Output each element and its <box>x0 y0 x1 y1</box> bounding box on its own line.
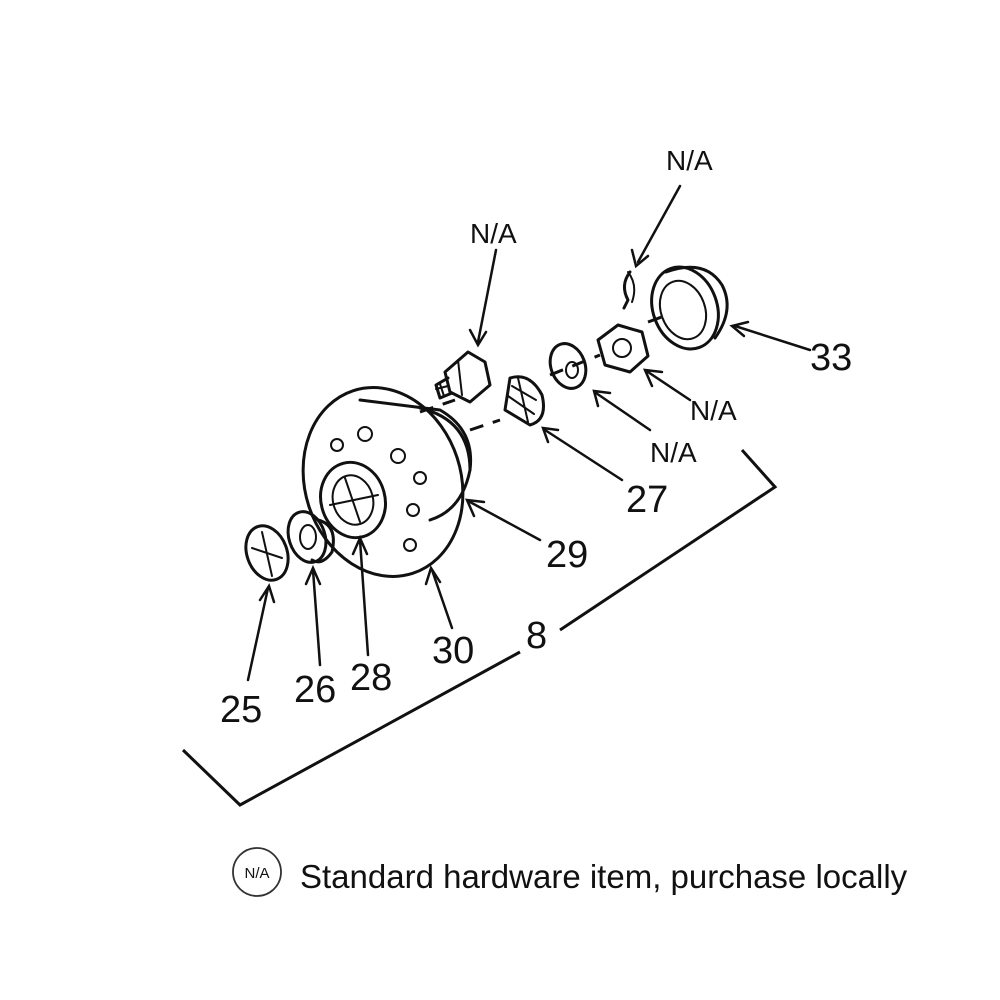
grease-seal <box>244 524 290 582</box>
na-circle-icon <box>232 847 282 897</box>
callout-na-cotter-pin: N/A <box>666 145 713 176</box>
callout-8: 8 <box>526 615 547 657</box>
callout-27: 27 <box>626 479 668 521</box>
callout-25: 25 <box>220 689 262 731</box>
washer <box>548 342 588 390</box>
leader-lines <box>246 184 812 682</box>
hub-assembly <box>301 386 473 578</box>
callout-na-stud: N/A <box>470 218 517 249</box>
cotter-pin <box>622 270 636 310</box>
cone-bearing <box>503 375 545 427</box>
inner-bearing <box>286 510 335 564</box>
kit-bracket <box>181 449 778 807</box>
callout-28: 28 <box>350 657 392 699</box>
dust-cap <box>650 265 729 351</box>
callout-29: 29 <box>546 534 588 576</box>
legend-text: Standard hardware item, purchase locally <box>300 858 908 895</box>
castle-nut <box>596 323 650 374</box>
callout-33: 33 <box>810 337 852 379</box>
callout-na-castle-nut: N/A <box>690 395 737 426</box>
callout-26: 26 <box>294 669 336 711</box>
wheel-stud <box>434 350 492 404</box>
axis-centerline <box>419 312 671 432</box>
legend: N/A Standard hardware item, purchase loc… <box>232 847 908 897</box>
legend-symbol: N/A <box>244 865 269 882</box>
callout-30: 30 <box>432 630 474 672</box>
callout-na-washer: N/A <box>650 437 697 468</box>
